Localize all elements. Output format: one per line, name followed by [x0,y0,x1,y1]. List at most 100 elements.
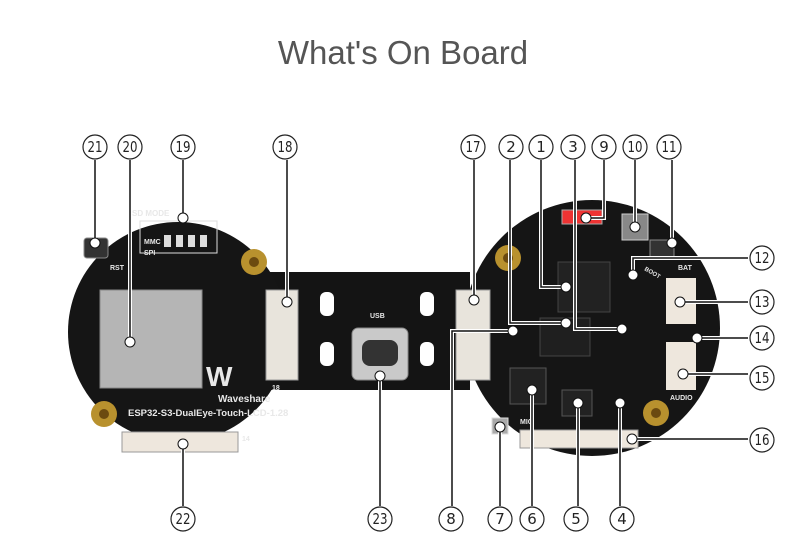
callout-circle [563,506,589,532]
callout-23: 23 [367,370,393,532]
callout-circle [519,506,545,532]
callout-number: 10 [628,138,643,156]
leader-dot [560,281,572,293]
callout-circle [170,134,196,160]
callout-number: 11 [662,138,677,156]
leader-dot [580,212,592,224]
callout-3: 3 [560,134,628,335]
leader-dot [629,221,641,233]
leader-dot [691,332,703,344]
callout-number: 12 [755,249,770,267]
leader-line [632,257,748,275]
callout-number: 4 [617,510,627,528]
callout-circle [656,134,682,160]
callout-1: 1 [528,134,572,293]
callout-circle [272,134,298,160]
callout-9: 9 [580,134,617,224]
callout-circle [117,134,143,160]
model-label: ESP32-S3-DualEye-Touch-LCD-1.28 [128,408,288,419]
callout-16: 16 [626,427,775,453]
leader-dot [677,368,689,380]
leader-dot [507,325,519,337]
callout-17: 17 [460,134,486,306]
leader-dot [374,370,386,382]
svg-text:W: W [206,361,233,392]
brand-label: Waveshare [218,394,271,405]
leader-dot [560,317,572,329]
callout-circle [460,134,486,160]
callout-circle [749,245,775,271]
callout-circle [749,325,775,351]
callout-20: 20 [117,134,143,348]
callout-19: 19 [170,134,196,224]
callout-13: 13 [674,289,775,315]
leader-dot [526,384,538,396]
callout-circle [749,289,775,315]
callout-number: 20 [123,138,138,156]
callout-11: 11 [656,134,682,249]
leader-dot [616,323,628,335]
leader-dot [281,296,293,308]
callout-number: 21 [88,138,103,156]
audio-codec-chip [509,367,547,405]
leader-dot [626,433,638,445]
callout-number: 7 [495,510,505,528]
leader-dot [572,397,584,409]
leader-line [540,160,566,288]
usb-label: USB [370,313,385,320]
callout-circle [438,506,464,532]
callout-circle [591,134,617,160]
callout-number: 15 [755,369,770,387]
rst-label: RST [110,265,125,272]
callout-number: 14 [755,329,770,347]
leader-line [586,160,605,219]
leader-dot [674,296,686,308]
callout-number: 2 [506,138,516,156]
callout-14: 14 [691,325,775,351]
callout-circle [749,427,775,453]
callout-circle [170,506,196,532]
sd-card-slot [99,289,203,389]
lcd-fpc-connector-left [265,289,299,381]
callout-circle [498,134,524,160]
callout-number: 19 [176,138,191,156]
page-title: What's On Board [277,34,529,71]
callout-5: 5 [563,397,589,532]
leader-line [574,160,622,330]
leader-dot [614,397,626,409]
mic-label: MIC [520,419,533,426]
callout-number: 9 [599,138,609,156]
bat-label: BAT [678,265,693,272]
callout-22: 22 [170,438,196,532]
leader-dot [468,294,480,306]
callout-circle [367,506,393,532]
leader-dot [124,336,136,348]
callout-8: 8 [438,325,519,532]
callout-circle [609,506,635,532]
callout-4: 4 [609,397,635,532]
callout-7: 7 [487,421,513,532]
callout-number: 16 [755,431,770,449]
callout-circle [622,134,648,160]
leader-line [509,160,566,324]
leader-dot [494,421,506,433]
mmc-label: MMC [144,239,161,246]
waveshare-logo: W [206,361,233,392]
leader-dot [627,269,639,281]
callout-circle [749,365,775,391]
callout-circle [82,134,108,160]
leader-dot [89,237,101,249]
audio-label: AUDIO [670,395,693,402]
callout-circle [560,134,586,160]
pin14-label: 14 [242,436,250,443]
sd-mode-label: SD MODE [132,209,170,218]
callout-number: 1 [536,138,546,156]
spi-label: SPI [144,250,155,257]
leader-dot [177,438,189,450]
leader-dot [666,237,678,249]
callout-number: 13 [755,293,770,311]
callout-number: 8 [446,510,456,528]
callout-18: 18 [272,134,298,308]
leader-line [451,330,513,506]
